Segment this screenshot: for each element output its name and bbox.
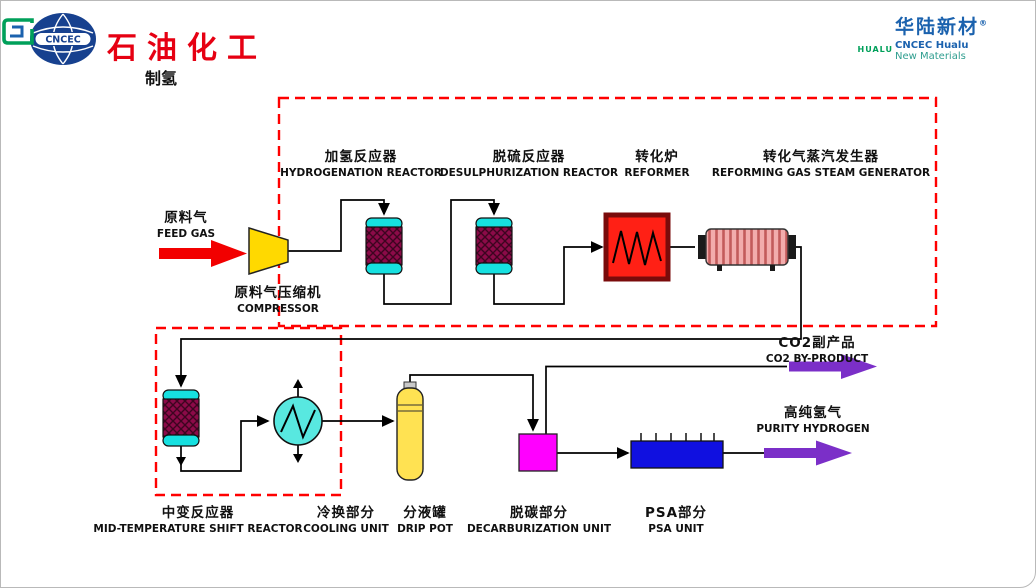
hualu-line2: New Materials (895, 50, 966, 62)
label-desulphurization-reactor: 脱硫反应器 DESULPHURIZATION REACTOR (440, 148, 618, 180)
hualu-icon-text: HUALU (857, 45, 893, 54)
label-drip-pot: 分液罐 DRIP POT (397, 504, 453, 536)
label-cooling-unit: 冷换部分 COOLING UNIT (303, 504, 389, 536)
psa-unit-symbol (630, 433, 724, 469)
cncec-logo-banner (34, 32, 92, 46)
drip-pot-symbol (396, 381, 424, 481)
label-zh: PSA部分 (644, 505, 708, 521)
label-decarburization-unit: 脱碳部分 DECARBURIZATION UNIT (467, 504, 611, 536)
label-en: COMPRESSOR (237, 303, 319, 316)
highlight-box-top (277, 96, 938, 328)
label-reformer: 转化炉 REFORMER (624, 148, 689, 180)
label-en: REFORMER (624, 167, 690, 180)
label-psa-unit: PSA部分 PSA UNIT (645, 504, 707, 536)
flow-line-hydrogenation-to-desulphurization (383, 199, 500, 305)
hualu-icon-green-bracket (2, 18, 34, 45)
reformer-symbol (603, 212, 671, 282)
flow-line-steam-generator-to-shift-reactor (175, 246, 802, 388)
hualu-logo-text: 华陆新材® CNCEC Hualu New Materials (895, 17, 1013, 62)
label-en: MID-TEMPERATURE SHIFT REACTOR (93, 523, 303, 536)
decarburization-unit-symbol (518, 433, 558, 472)
feed-gas-arrow (159, 240, 247, 267)
cncec-logo: CNCEC (30, 13, 96, 65)
label-en: HYDROGENATION REACTOR (280, 167, 442, 180)
hydrogen-product-arrow (764, 440, 852, 466)
flow-line-decarburization-to-co2 (545, 365, 787, 434)
label-en: DRIP POT (397, 523, 453, 536)
label-co2-by-product: CO2副产品 CO2 BY-PRODUCT (766, 334, 868, 366)
flow-line-drip-pot-to-decarburization (409, 374, 539, 432)
label-en: REFORMING GAS STEAM GENERATOR (711, 167, 931, 180)
label-zh: 转化气蒸汽发生器 (763, 149, 879, 165)
label-steam-generator: 转化气蒸汽发生器 REFORMING GAS STEAM GENERATOR (712, 148, 930, 180)
label-en: PSA UNIT (648, 523, 704, 536)
label-zh: 高纯氢气 (784, 405, 842, 421)
label-en: DESULPHURIZATION REACTOR (439, 167, 619, 180)
label-purity-hydrogen: 高纯氢气 PURITY HYDROGEN (756, 404, 869, 436)
label-zh: 原料气压缩机 (234, 285, 322, 301)
co2-product-arrow (789, 354, 877, 379)
label-compressor: 原料气压缩机 COMPRESSOR (235, 284, 322, 316)
desulphurization-reactor-symbol (475, 217, 513, 275)
hualu-logo-icon (2, 18, 34, 45)
steam-generator-symbol (698, 228, 796, 271)
label-feed-gas: 原料气 FEED GAS (157, 209, 215, 241)
label-shift-reactor: 中变反应器 MID-TEMPERATURE SHIFT REACTOR (93, 504, 302, 536)
label-zh: 分液罐 (403, 505, 447, 521)
label-en: PURITY HYDROGEN (756, 423, 870, 436)
down-arrowhead (176, 457, 186, 466)
label-en: DECARBURIZATION UNIT (466, 523, 612, 536)
shift-reactor-symbol (162, 389, 200, 447)
cooling-unit-symbol (273, 379, 323, 463)
flow-line-compressor-to-hydrogenation (288, 199, 390, 252)
label-en: FEED GAS (156, 228, 216, 241)
page-title: 制氢 (145, 69, 178, 88)
label-en: COOLING UNIT (303, 523, 389, 536)
label-zh: 中变反应器 (161, 505, 235, 521)
label-zh: 转化炉 (635, 149, 679, 165)
compressor-symbol (248, 226, 289, 276)
hualu-icon-blue-bracket (10, 25, 24, 38)
hualu-line1: CNCEC Hualu (895, 39, 969, 51)
hualu-brand: 华陆新材® (895, 17, 1013, 38)
label-zh: 脱硫反应器 (492, 149, 566, 165)
label-zh: 原料气 (164, 210, 208, 226)
label-en: CO2 BY-PRODUCT (765, 353, 869, 366)
hualu-reg-mark: ® (979, 18, 990, 28)
label-hydrogenation-reactor: 加氢反应器 HYDROGENATION REACTOR (280, 148, 442, 180)
label-zh: 加氢反应器 (324, 149, 398, 165)
hualu-brand-cn: 华陆新材 (895, 16, 980, 38)
label-zh: 冷换部分 (316, 505, 375, 521)
flow-line-desulphurization-to-reformer (493, 241, 604, 305)
label-zh: 脱碳部分 (509, 505, 568, 521)
cncec-logo-text: CNCEC (45, 35, 80, 46)
label-zh: CO2副产品 (778, 335, 856, 351)
hydrogenation-reactor-symbol (365, 217, 403, 275)
brand-title: 石油化工 (107, 32, 267, 65)
